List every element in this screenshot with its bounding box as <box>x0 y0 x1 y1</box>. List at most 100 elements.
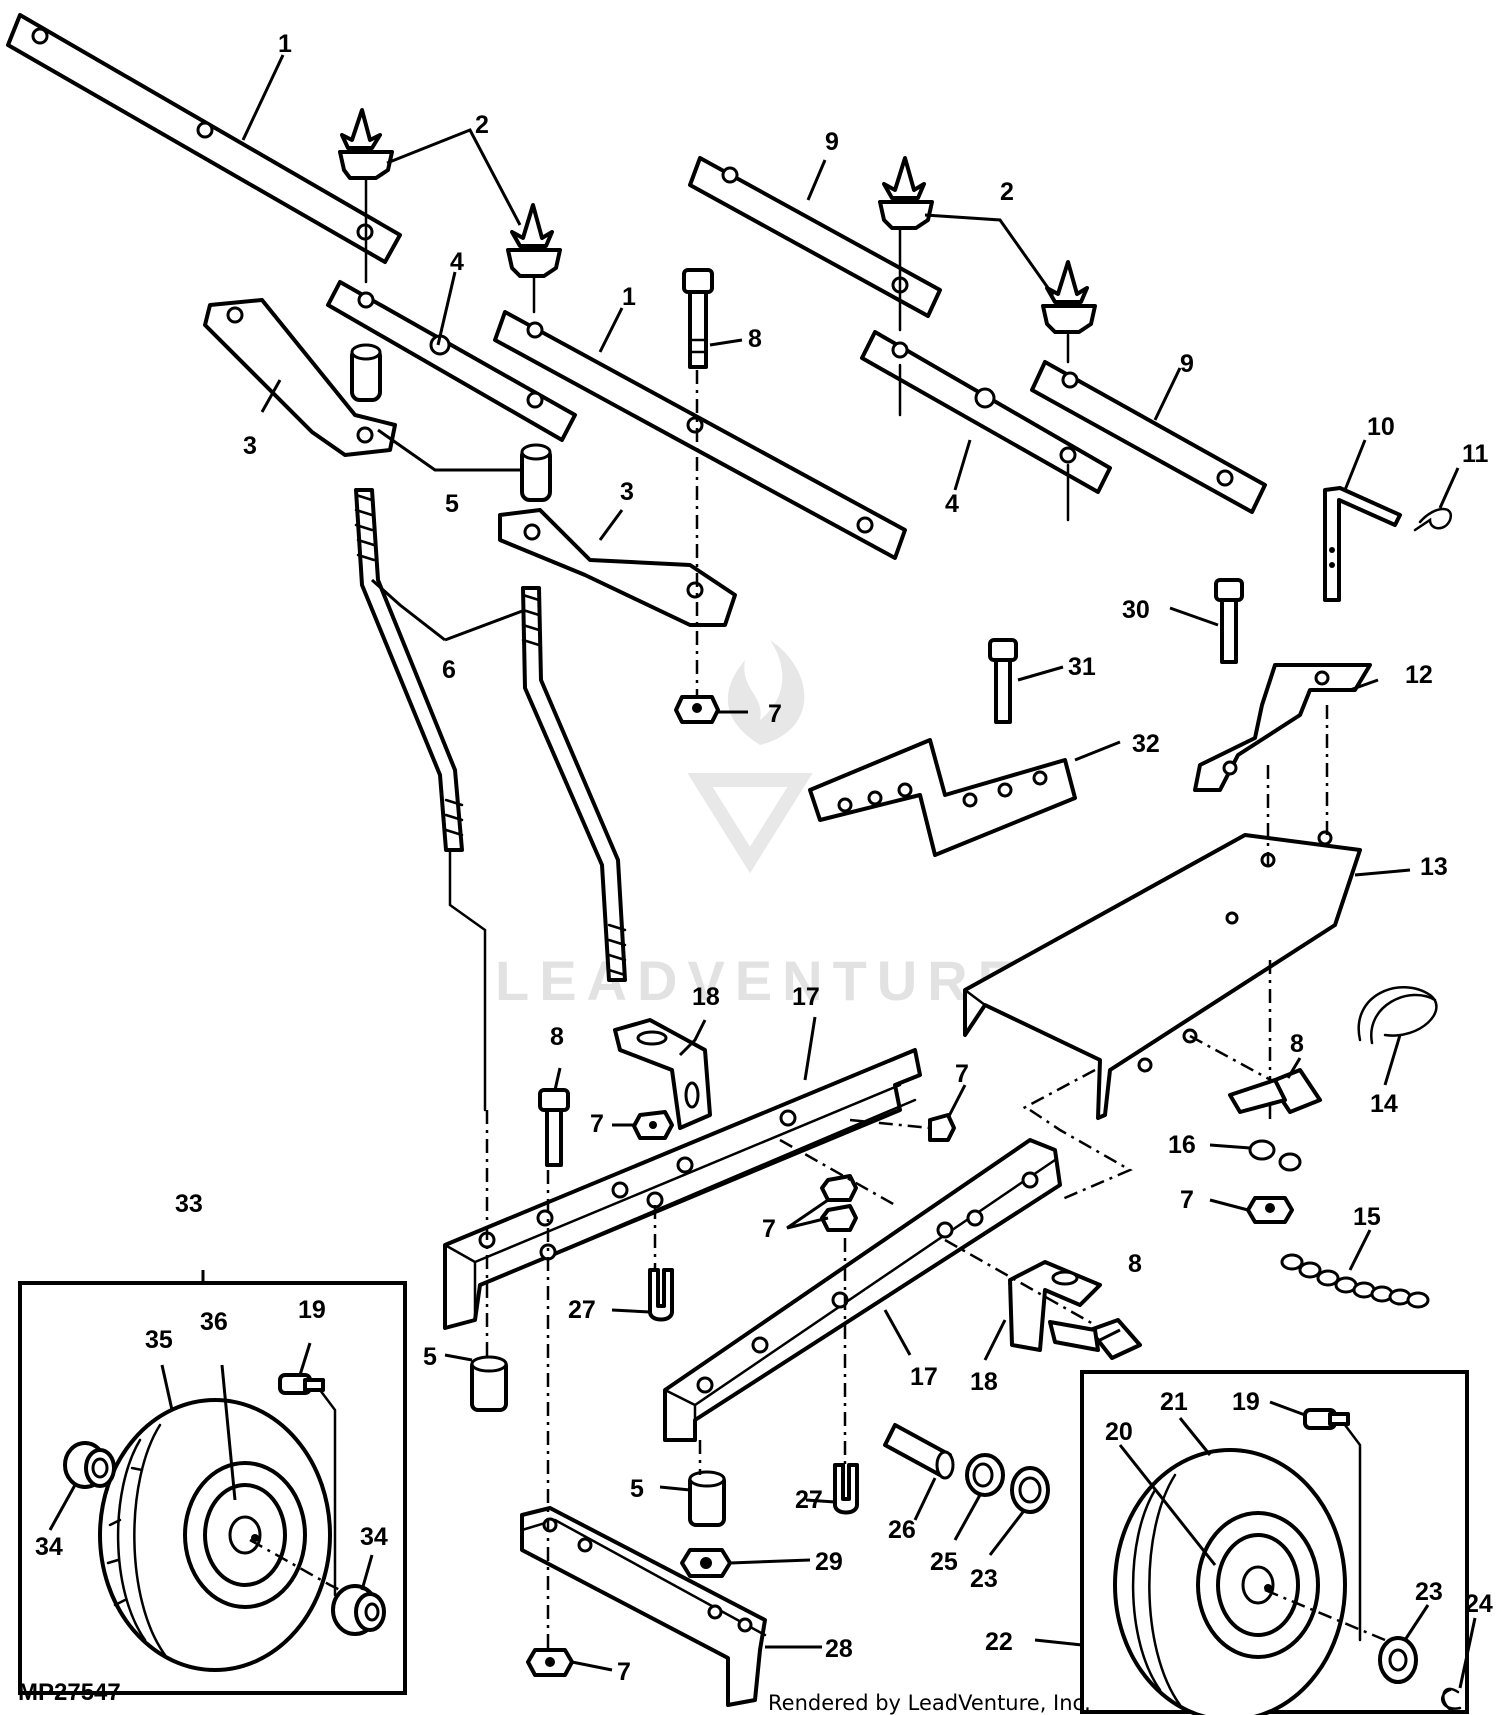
washer-part-23-center[interactable] <box>1010 1466 1050 1514</box>
callout-4: 4 <box>450 248 464 276</box>
callout-7: 7 <box>590 1110 604 1138</box>
hub-part-20[interactable] <box>1216 1533 1300 1637</box>
fitting-part-19-left[interactable] <box>278 1373 325 1395</box>
bushing-part-34-right[interactable] <box>331 1584 386 1636</box>
nut-part-7-mid-a[interactable] <box>632 1110 674 1140</box>
fitting-part-19-right[interactable] <box>1303 1408 1350 1430</box>
callout-7: 7 <box>768 700 782 728</box>
u-bolt-part-27-lower[interactable] <box>833 1463 859 1515</box>
nut-part-7-mid-c[interactable] <box>820 1174 858 1202</box>
knob-part-2-center[interactable] <box>506 203 562 278</box>
bolt-part-8-lower-right[interactable] <box>1048 1318 1142 1360</box>
callout-27: 27 <box>568 1296 596 1324</box>
callout-11: 11 <box>1462 440 1489 468</box>
callout-4: 4 <box>945 490 959 518</box>
knob-part-2-right-b[interactable] <box>1041 260 1097 334</box>
callout-35: 35 <box>145 1326 173 1354</box>
callout-12: 12 <box>1405 661 1433 689</box>
callout-8: 8 <box>748 325 762 353</box>
callout-1: 1 <box>622 283 636 311</box>
callout-29: 29 <box>815 1548 843 1576</box>
bolt-part-8-mid[interactable] <box>538 1088 570 1167</box>
rod-part-6-center[interactable] <box>521 586 627 982</box>
hub-part-36[interactable] <box>203 1483 287 1587</box>
plate-part-32[interactable] <box>808 738 1077 857</box>
bar-part-1-center[interactable] <box>493 310 907 560</box>
link-part-4-left[interactable] <box>326 280 577 442</box>
bolt-part-31[interactable] <box>988 638 1018 724</box>
chain-part-15[interactable] <box>1280 1253 1430 1309</box>
bolt-part-30[interactable] <box>1214 578 1244 664</box>
callout-19: 19 <box>298 1296 326 1324</box>
bolt-part-8-right[interactable] <box>1228 1068 1322 1114</box>
callout-16: 16 <box>1168 1131 1196 1159</box>
callout-labels: 1 2 4 1 8 3 5 3 6 7 9 2 9 4 10 11 30 12 … <box>35 30 1493 1686</box>
nut-part-7-top[interactable] <box>674 695 720 724</box>
spacer-part-25[interactable] <box>965 1453 1005 1497</box>
bushing-part-26[interactable] <box>883 1423 955 1480</box>
render-credit: Rendered by LeadVenture, Inc. <box>768 1691 1091 1715</box>
callout-2: 2 <box>475 111 489 139</box>
callout-6: 6 <box>442 656 456 684</box>
rail-part-17-left[interactable] <box>443 1048 922 1330</box>
callout-5: 5 <box>630 1475 644 1503</box>
u-bolt-part-27-upper[interactable] <box>648 1268 674 1322</box>
bolt-part-8-top[interactable] <box>682 268 714 369</box>
callout-34: 34 <box>360 1523 388 1551</box>
callout-8: 8 <box>1128 1250 1142 1278</box>
knob-part-2-right-a[interactable] <box>878 156 934 230</box>
callout-1: 1 <box>278 30 292 58</box>
washer-part-16[interactable] <box>1248 1139 1302 1172</box>
callout-31: 31 <box>1068 653 1096 681</box>
callout-7: 7 <box>955 1060 969 1088</box>
nut-part-7-bottom[interactable] <box>526 1648 574 1677</box>
inset-wheel-assembly-33[interactable] <box>18 1281 407 1695</box>
callout-14: 14 <box>1370 1090 1398 1118</box>
spring-part-14[interactable] <box>1357 986 1438 1045</box>
bushing-part-34-left[interactable] <box>63 1441 116 1489</box>
rail-part-17-right[interactable] <box>663 1138 1062 1442</box>
knob-part-2-left[interactable] <box>338 108 394 180</box>
callout-3: 3 <box>620 478 634 506</box>
callout-26: 26 <box>888 1516 916 1544</box>
callout-17: 17 <box>910 1363 938 1391</box>
callout-8: 8 <box>1290 1030 1304 1058</box>
callout-13: 13 <box>1420 853 1448 881</box>
spacer-part-5-upper-b[interactable] <box>520 443 552 502</box>
callout-22: 22 <box>985 1628 1013 1656</box>
callout-23: 23 <box>1415 1578 1443 1606</box>
washer-part-23-right[interactable] <box>1378 1636 1418 1684</box>
spacer-part-5-upper-a[interactable] <box>350 343 382 402</box>
nut-part-7-mid-b[interactable] <box>928 1113 956 1142</box>
rod-part-6-left[interactable] <box>354 488 464 852</box>
arm-part-3-left[interactable] <box>203 298 397 457</box>
callout-7: 7 <box>762 1215 776 1243</box>
spacer-part-5-lower-b[interactable] <box>688 1470 726 1527</box>
bracket-part-18-lower[interactable] <box>1008 1260 1102 1352</box>
callout-18: 18 <box>970 1368 998 1396</box>
callout-28: 28 <box>825 1635 853 1663</box>
callout-19: 19 <box>1232 1388 1260 1416</box>
pin-part-10[interactable] <box>1323 486 1402 602</box>
callout-27: 27 <box>795 1486 823 1514</box>
callout-33: 33 <box>175 1190 203 1218</box>
nut-part-7-right[interactable] <box>1246 1196 1294 1224</box>
link-part-4-right[interactable] <box>860 330 1112 494</box>
bar-part-9-lower[interactable] <box>1030 360 1267 514</box>
callout-15: 15 <box>1353 1203 1381 1231</box>
callout-24: 24 <box>1465 1590 1493 1618</box>
callout-17: 17 <box>792 983 820 1011</box>
bar-part-1-upper[interactable] <box>6 13 402 264</box>
watermark: LEADVENTURE <box>495 640 1015 1012</box>
watermark-flame-icon <box>727 640 805 745</box>
nut-part-29[interactable] <box>680 1548 732 1578</box>
callout-5: 5 <box>445 490 459 518</box>
callout-20: 20 <box>1105 1418 1133 1446</box>
callout-18: 18 <box>692 983 720 1011</box>
clip-part-24[interactable] <box>1441 1687 1462 1714</box>
arm-part-3-center[interactable] <box>498 508 737 627</box>
spacer-part-5-lower-a[interactable] <box>470 1355 508 1412</box>
assembly-lines-frame <box>448 848 1133 1650</box>
clip-part-11[interactable] <box>1413 507 1452 532</box>
bracket-part-12[interactable] <box>1193 663 1372 792</box>
